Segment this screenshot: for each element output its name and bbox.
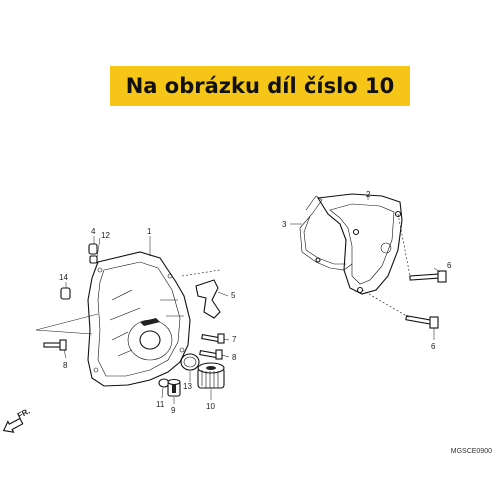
callout-7: 7 — [232, 335, 237, 344]
callout-6-upper: 6 — [447, 261, 452, 270]
front-arrow-icon — [2, 417, 24, 433]
callout-3: 3 — [282, 220, 287, 229]
dowel-part-14[interactable] — [60, 287, 71, 300]
callout-4: 4 — [91, 227, 96, 236]
bracket-part-5[interactable] — [195, 279, 221, 319]
bolt-part-6-lower[interactable] — [405, 315, 439, 329]
gasket-part-3[interactable] — [299, 195, 353, 271]
callout-14: 14 — [59, 273, 68, 282]
dowel-part-4[interactable] — [88, 243, 98, 255]
callout-9: 9 — [171, 406, 176, 415]
front-marker-label: FR. — [16, 406, 32, 420]
bolt-part-8-left[interactable] — [43, 339, 67, 351]
bolt-part-6-upper[interactable] — [409, 270, 447, 283]
bolt-part-7[interactable] — [201, 333, 225, 344]
title-banner: Na obrázku díl číslo 10 — [110, 66, 410, 106]
callout-12: 12 — [101, 231, 110, 240]
callout-6-lower: 6 — [431, 342, 436, 351]
leader-lines — [35, 194, 441, 404]
cap-part-9[interactable] — [167, 378, 181, 397]
o-ring-part-13[interactable] — [180, 353, 200, 371]
banner-text: Na obrázku díl číslo 10 — [125, 74, 395, 98]
pin-part-12[interactable] — [89, 255, 98, 264]
diagram-code: MGSCE0900 — [450, 448, 492, 455]
callout-5: 5 — [231, 291, 236, 300]
bolt-part-8-right[interactable] — [199, 349, 223, 360]
callout-8-right: 8 — [232, 353, 237, 362]
callout-8-left: 8 — [63, 361, 68, 370]
cover-part-1[interactable] — [87, 251, 191, 387]
callout-13: 13 — [183, 382, 192, 391]
cover-part-2[interactable] — [317, 193, 403, 295]
callout-2: 2 — [366, 190, 371, 199]
callout-11: 11 — [156, 400, 165, 409]
callout-10: 10 — [206, 402, 215, 411]
callout-1: 1 — [147, 227, 152, 236]
plug-part-10[interactable] — [197, 362, 225, 389]
